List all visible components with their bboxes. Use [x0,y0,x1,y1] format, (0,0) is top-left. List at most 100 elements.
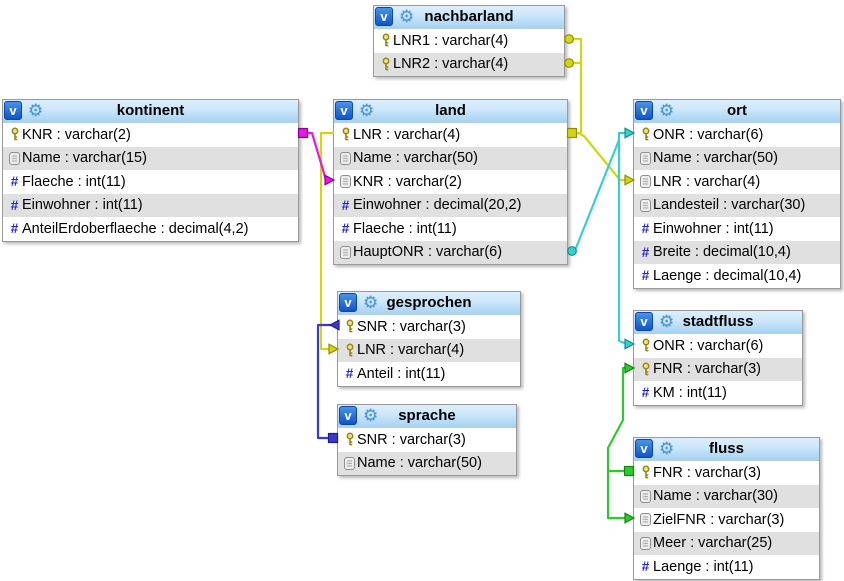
column-row-gesprochen-2[interactable]: #Anteil : int(11) [338,362,520,386]
table-options-gear-icon[interactable]: ⚙ [399,7,415,26]
column-label: KM : int(11) [653,384,727,401]
primary-key-icon [7,127,22,142]
text-type-icon [7,151,22,165]
column-label: ZielFNR : varchar(3) [653,511,785,528]
column-row-ort-6[interactable]: #Laenge : decimal(10,4) [634,264,840,288]
column-row-land-4[interactable]: #Flaeche : int(11) [334,217,567,241]
column-row-ort-5[interactable]: #Breite : decimal(10,4) [634,240,840,264]
column-row-ort-1[interactable]: Name : varchar(50) [634,146,840,170]
column-label: Name : varchar(15) [22,150,147,167]
view-toggle-button[interactable]: v [339,293,357,312]
column-label: Laenge : int(11) [653,558,754,575]
numeric-type-icon: # [338,221,353,236]
column-row-fluss-1[interactable]: Name : varchar(30) [634,484,819,508]
table-options-gear-icon[interactable]: ⚙ [363,406,379,425]
table-header-nachbarland[interactable]: v⚙nachbarland [374,6,564,29]
column-row-stadtfluss-2[interactable]: #KM : int(11) [634,381,802,405]
hash-glyph: # [10,174,19,190]
column-row-ort-2[interactable]: LNR : varchar(4) [634,170,840,194]
table-header-stadtfluss[interactable]: v⚙stadtfluss [634,311,802,334]
hash-glyph: # [641,385,650,401]
column-row-stadtfluss-1[interactable]: FNR : varchar(3) [634,357,802,381]
relation-endpoint-circle [567,246,577,256]
relation-endpoint-square [566,127,578,139]
table-header-ort[interactable]: v ⚙ ort [634,100,840,123]
table-options-gear-icon[interactable]: ⚙ [363,293,379,312]
column-row-ort-3[interactable]: Landesteil : varchar(30) [634,193,840,217]
relation-line-land-knr-to-kontinent-knr [301,131,330,182]
table-title: ort [727,102,747,119]
column-row-land-5[interactable]: HauptONR : varchar(6) [334,240,567,264]
column-label: Landesteil : varchar(30) [653,197,806,214]
column-row-fluss-2[interactable]: ZielFNR : varchar(3) [634,508,819,532]
view-toggle-button[interactable]: v [4,101,22,120]
column-label: FNR : varchar(3) [653,464,761,481]
column-row-land-3[interactable]: #Einwohner : decimal(20,2) [334,193,567,217]
column-row-kontinent-2[interactable]: #Flaeche : int(11) [3,170,298,194]
table-header-fluss[interactable]: v ⚙ fluss [634,438,819,461]
column-row-sprache-0[interactable]: SNR : varchar(3) [338,428,516,452]
column-label: Flaeche : int(11) [22,173,126,190]
column-label: AnteilErdoberflaeche : decimal(4,2) [22,220,249,237]
table-header-sprache[interactable]: v⚙sprache [338,405,516,428]
primary-key-icon [378,33,393,48]
column-row-nachbarland-1[interactable]: LNR2 : varchar(4) [374,52,564,76]
column-row-ort-0[interactable]: ONR : varchar(6) [634,123,840,147]
text-type-icon [338,175,353,189]
view-toggle-button[interactable]: v [335,101,353,120]
view-toggle-button[interactable]: v [375,7,393,26]
table-options-gear-icon[interactable]: ⚙ [28,101,44,120]
column-row-fluss-3[interactable]: Meer : varchar(25) [634,531,819,555]
table-header-land[interactable]: v ⚙ land [334,100,567,123]
column-label: Name : varchar(30) [653,488,778,505]
column-label: LNR1 : varchar(4) [393,32,509,49]
numeric-type-icon: # [342,366,357,381]
view-toggle-button[interactable]: v [635,312,653,331]
column-label: Breite : decimal(10,4) [653,244,791,261]
hash-glyph: # [641,221,650,237]
view-toggle-button[interactable]: v [635,101,653,120]
column-row-kontinent-4[interactable]: #AnteilErdoberflaeche : decimal(4,2) [3,217,298,241]
column-row-land-0[interactable]: LNR : varchar(4) [334,123,567,147]
column-row-kontinent-0[interactable]: KNR : varchar(2) [3,123,298,147]
column-row-gesprochen-0[interactable]: SNR : varchar(3) [338,315,520,339]
table-title: fluss [708,440,744,457]
column-row-gesprochen-1[interactable]: LNR : varchar(4) [338,338,520,362]
column-label: KNR : varchar(2) [353,173,462,190]
column-label: SNR : varchar(3) [357,431,466,448]
table-options-gear-icon[interactable]: ⚙ [659,101,675,120]
table-options-gear-icon[interactable]: ⚙ [359,101,375,120]
column-row-fluss-0[interactable]: FNR : varchar(3) [634,461,819,485]
column-row-ort-4[interactable]: #Einwohner : int(11) [634,217,840,241]
text-type-icon [638,151,653,165]
table-header-gesprochen[interactable]: v⚙gesprochen [338,292,520,315]
view-toggle-button[interactable]: v [339,406,357,425]
table-title: land [435,102,466,119]
column-label: LNR : varchar(4) [357,342,465,359]
relation-line-gesprochen-snr-to-sprache-snr [316,323,333,440]
hash-glyph: # [10,197,19,213]
numeric-type-icon: # [7,174,22,189]
column-row-kontinent-1[interactable]: Name : varchar(15) [3,146,298,170]
column-label: Anteil : int(11) [357,365,446,382]
view-toggle-button[interactable]: v [635,439,653,458]
table-options-gear-icon[interactable]: ⚙ [659,312,675,331]
column-row-kontinent-3[interactable]: #Einwohner : int(11) [3,193,298,217]
column-row-fluss-4[interactable]: #Laenge : int(11) [634,555,819,579]
text-type-icon [338,245,353,259]
column-row-land-2[interactable]: KNR : varchar(2) [334,170,567,194]
hash-glyph: # [341,197,350,213]
relation-endpoint-circle [564,58,574,68]
column-label: Flaeche : int(11) [353,220,457,237]
column-label: SNR : varchar(3) [357,318,466,335]
column-row-land-1[interactable]: Name : varchar(50) [334,146,567,170]
column-row-sprache-1[interactable]: Name : varchar(50) [338,451,516,475]
column-row-nachbarland-0[interactable]: LNR1 : varchar(4) [374,29,564,53]
column-label: Meer : varchar(25) [653,535,773,552]
table-header-kontinent[interactable]: v⚙kontinent [3,100,298,123]
table-options-gear-icon[interactable]: ⚙ [659,439,675,458]
column-row-stadtfluss-0[interactable]: ONR : varchar(6) [634,334,802,358]
